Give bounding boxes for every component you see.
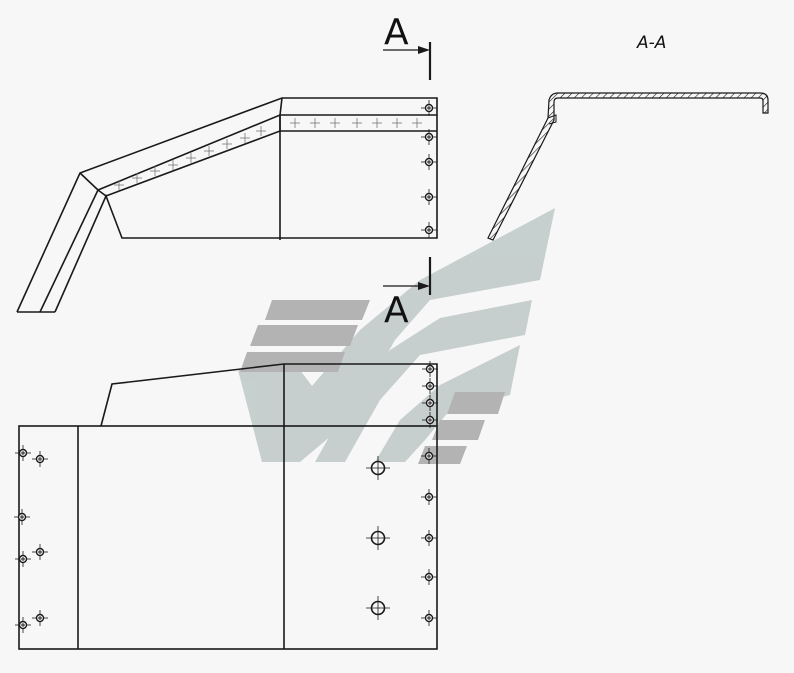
section-label-top: A [384,12,409,53]
section-marker-bottom: A [383,257,432,331]
section-label-bottom: A [384,290,409,331]
section-profile [487,92,769,241]
large-holes [366,456,390,620]
section-view: A-A [487,33,769,241]
section-title: A-A [636,33,666,53]
left-holes [14,445,48,633]
top-view [16,97,438,313]
weld-marks [114,118,422,190]
bottom-view [14,361,438,650]
top-view-holes [421,100,437,238]
right-holes [421,361,438,626]
section-marker-top: A [383,12,432,80]
